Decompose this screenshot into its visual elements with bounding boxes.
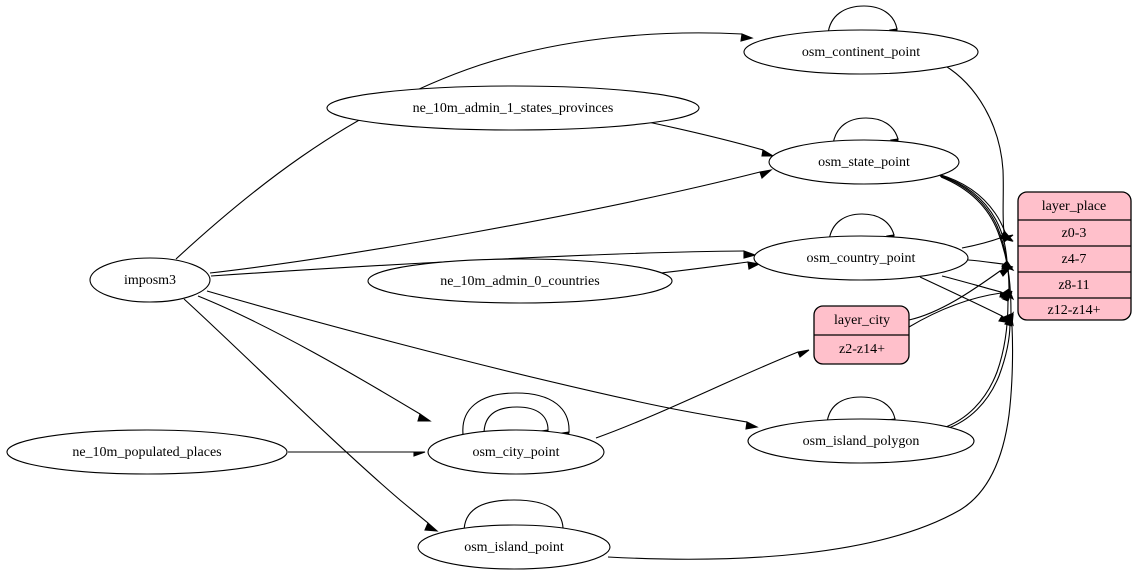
node-label-ne_populated: ne_10m_populated_places <box>72 445 221 460</box>
node-imposm3[interactable]: imposm3 <box>89 257 211 303</box>
record-title-layer_city: layer_city <box>834 313 890 328</box>
node-label-osm_island_point: osm_island_point <box>464 540 564 555</box>
edge-osm_continent_point-to-layer_place-z0-3 <box>943 64 1014 242</box>
node-label-osm_state_point: osm_state_point <box>818 155 910 170</box>
node-osm_city_point[interactable]: osm_city_point <box>427 429 605 475</box>
record-node-layer_city[interactable]: layer_city z2-z14+ <box>813 305 910 365</box>
node-ne_10m_admin_0_countries[interactable]: ne_10m_admin_0_countries <box>367 258 673 304</box>
edge-osm_city_point-to-layer_city-z2-z14 <box>595 349 810 439</box>
node-ne_10m_admin_1_states_provinces[interactable]: ne_10m_admin_1_states_provinces <box>326 85 700 131</box>
node-osm_country_point[interactable]: osm_country_point <box>753 235 969 281</box>
node-label-osm_city_point: osm_city_point <box>472 445 559 460</box>
edge-imposm3-to-osm_city_point <box>197 295 432 422</box>
edge-layer_city-to-layer_place-z4-7 <box>908 266 1012 321</box>
edge-osm_country_point-to-layer_place-z0-3 <box>961 234 1014 249</box>
edge-imposm3-to-osm_island_point <box>183 298 439 532</box>
node-label-osm_island_polygon: osm_island_polygon <box>803 434 920 449</box>
edge-osm_island_polygon-to-layer_place-z12-z14 <box>945 311 1015 430</box>
node-label-osm_continent_point: osm_continent_point <box>802 45 920 60</box>
edge-imposm3-to-osm_state_point <box>209 169 773 274</box>
edge-ne_countries-to-osm_country_point <box>660 261 761 274</box>
edge-ne_states-to-osm_state_point <box>647 121 775 157</box>
node-osm_island_polygon[interactable]: osm_island_polygon <box>747 418 975 464</box>
node-osm_state_point[interactable]: osm_state_point <box>768 139 960 185</box>
node-label-ne_states: ne_10m_admin_1_states_provinces <box>413 101 614 116</box>
edge-imposm3-to-osm_continent_point <box>175 32 754 260</box>
record-row-layer_place-z4-7[interactable]: z4-7 <box>1062 252 1087 267</box>
record-title-layer_place: layer_place <box>1042 199 1107 214</box>
edge-osm_country_point-to-layer_place-z12-z14 <box>919 276 1012 324</box>
record-row-layer_place-z0-3[interactable]: z0-3 <box>1062 226 1087 241</box>
node-label-imposm3: imposm3 <box>124 273 176 288</box>
edge-ne_populated-to-osm_city_point <box>288 451 426 457</box>
record-row-layer_city-z2-z14[interactable]: z2-z14+ <box>839 342 885 357</box>
edge-imposm3-to-osm_island_polygon <box>206 290 759 430</box>
edge-osm_island_polygon-to-layer_place-z8-11 <box>942 290 1013 429</box>
node-label-ne_countries: ne_10m_admin_0_countries <box>440 274 599 289</box>
node-label-osm_country_point: osm_country_point <box>807 251 916 266</box>
record-node-layer_place[interactable]: layer_place z0-3 z4-7 z8-11 z12-z14+ <box>1017 191 1132 321</box>
record-row-layer_place-z12-z14[interactable]: z12-z14+ <box>1048 303 1101 318</box>
node-osm_continent_point[interactable]: osm_continent_point <box>743 29 979 75</box>
node-ne_10m_populated_places[interactable]: ne_10m_populated_places <box>6 429 288 475</box>
edge-osm_island_point-to-layer_place-z12-z14 <box>607 313 1014 560</box>
node-osm_island_point[interactable]: osm_island_point <box>417 524 611 570</box>
record-row-layer_place-z8-11[interactable]: z8-11 <box>1058 278 1089 293</box>
